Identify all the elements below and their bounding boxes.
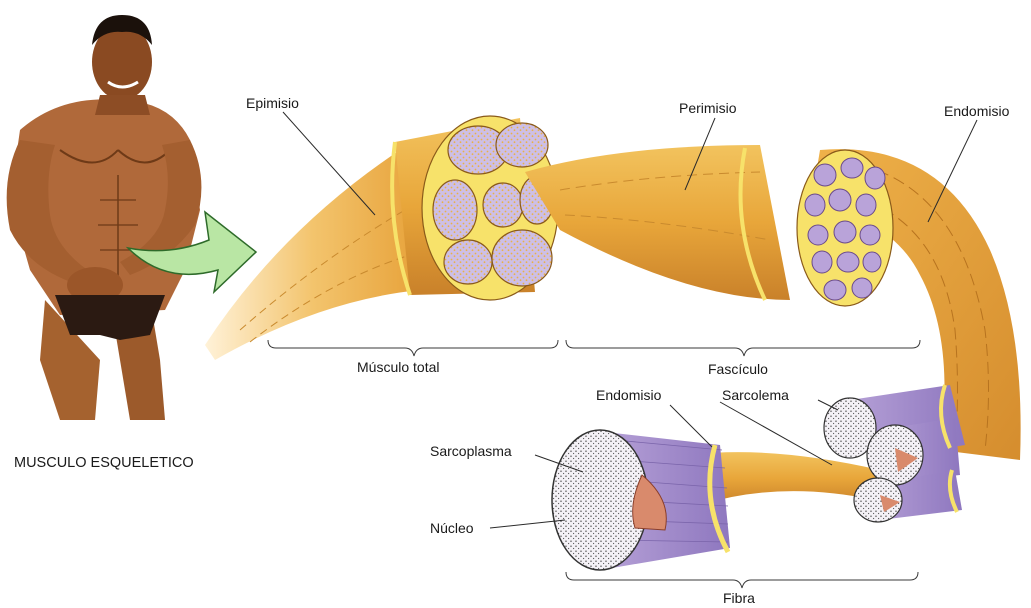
endomisio-top-label: Endomisio: [944, 103, 1010, 119]
sarcoplasma-label: Sarcoplasma: [430, 443, 512, 459]
nucleo-label: Núcleo: [430, 520, 474, 536]
fibra-label: Fibra: [723, 590, 755, 606]
sarcolema-label: Sarcolema: [722, 387, 789, 403]
fascicle-section: [483, 183, 523, 227]
fiber-cross-section: [854, 478, 902, 522]
musculo-total-brace: [268, 340, 558, 356]
fascicle-section: [444, 240, 492, 284]
endomisio-bottom-label: Endomisio: [596, 387, 662, 403]
whole-muscle: [205, 116, 558, 360]
bodybuilder-figure: [7, 15, 202, 420]
nucleo-leader: [490, 520, 565, 528]
fasciculo-brace: [566, 340, 920, 356]
fascicle-section: [496, 123, 548, 167]
fascicle-section: [433, 180, 477, 240]
epimisio-label: Epimisio: [246, 95, 299, 111]
figure-title: MUSCULO ESQUELETICO: [14, 455, 194, 471]
fiber-cross-section: [867, 425, 923, 485]
perimisio-label: Perimisio: [679, 100, 737, 116]
fasciculo-label: Fascículo: [708, 361, 768, 377]
fascicle-section: [492, 230, 552, 286]
fibra-brace: [566, 572, 918, 588]
epimisio-leader: [283, 112, 375, 215]
muscle-fibers: [552, 385, 965, 570]
musculo-total-label: Músculo total: [357, 359, 439, 375]
